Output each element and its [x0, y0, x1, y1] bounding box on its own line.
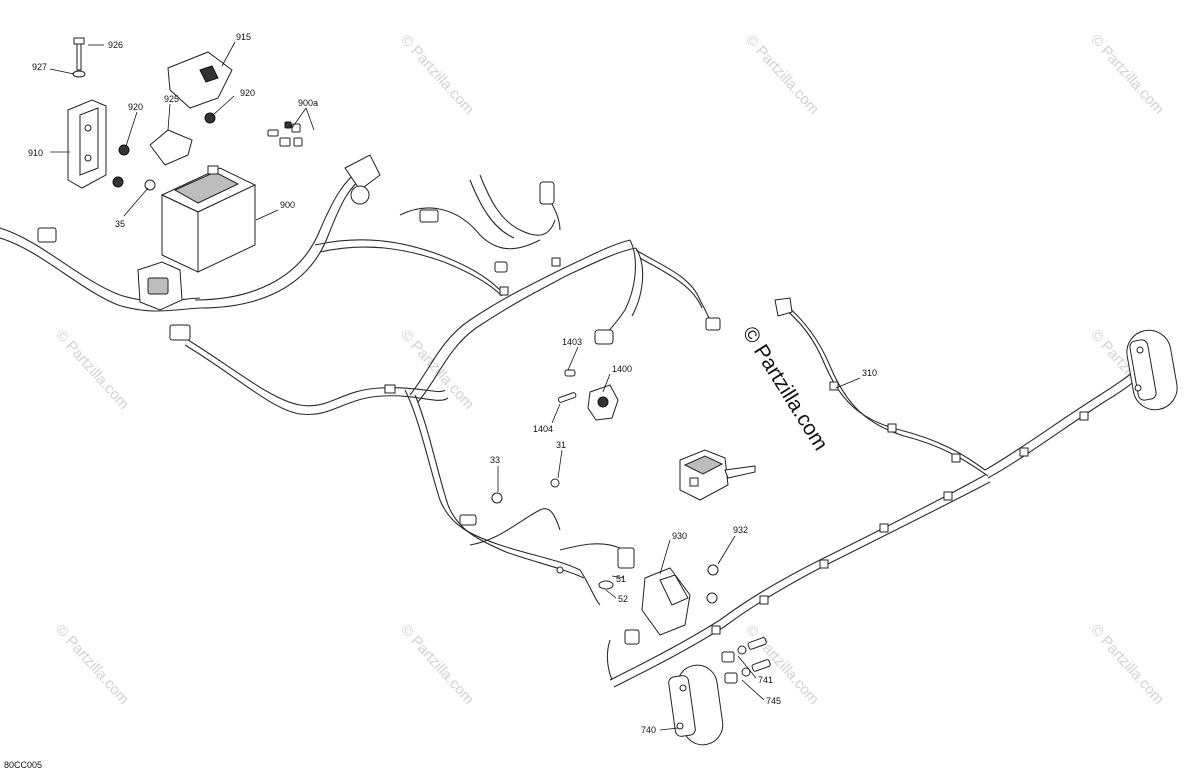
- battery-bracket-925: [149, 129, 193, 166]
- callout-310: 310: [862, 368, 877, 378]
- callout-35: 35: [115, 219, 125, 229]
- callout-740: 740: [641, 725, 656, 735]
- nuts-920-35: [112, 144, 156, 191]
- watermark-tile: © Partzilla.com: [397, 31, 477, 117]
- callout-915: 915: [236, 32, 251, 42]
- leader-lines: [49, 41, 861, 731]
- harness-connectors: [37, 154, 721, 590]
- callout-926: 926: [108, 40, 123, 50]
- callout-900a: 900a: [298, 98, 318, 108]
- watermark-tile: © Partzilla.com: [397, 621, 477, 707]
- callout-33: 33: [490, 455, 500, 465]
- watermark-tile: © Partzilla.com: [1087, 31, 1167, 117]
- callout-900: 900: [280, 200, 295, 210]
- terminal-bolts-900a: [267, 121, 303, 147]
- callout-910: 910: [28, 148, 43, 158]
- callout-1400: 1400: [612, 364, 632, 374]
- callout-745: 745: [766, 696, 781, 706]
- actuator-1400: [557, 329, 619, 421]
- module-930: [617, 547, 719, 645]
- watermark-tile: © Partzilla.com: [52, 326, 132, 412]
- callout-labels: 926 927 915 920 920 925 900a 910 35 900 …: [28, 32, 877, 735]
- main-wiring-harness: [0, 169, 713, 606]
- relay-module: [679, 449, 756, 501]
- battery-900: [160, 165, 257, 273]
- callout-51: 51: [616, 574, 626, 584]
- callout-1404: 1404: [533, 424, 553, 434]
- callout-920-right: 920: [240, 88, 255, 98]
- watermark-tile: © Partzilla.com: [1087, 621, 1167, 707]
- callout-932: 932: [733, 525, 748, 535]
- callout-925: 925: [164, 94, 179, 104]
- callout-31: 31: [556, 440, 566, 450]
- hold-down-bracket-910: [67, 99, 107, 189]
- callout-741: 741: [758, 675, 773, 685]
- upper-harness-assembly: [314, 174, 561, 297]
- watermark-tiles: © Partzilla.com © Partzilla.com © Partzi…: [52, 31, 1167, 707]
- tail-light-740: [668, 664, 724, 746]
- callout-930: 930: [672, 531, 687, 541]
- watermark-tile: © Partzilla.com: [742, 31, 822, 117]
- watermark-tile: © Partzilla.com: [52, 621, 132, 707]
- callout-1403: 1403: [562, 337, 582, 347]
- callout-927: 927: [32, 62, 47, 72]
- battery-cover-915: [167, 51, 233, 124]
- fasteners-741-745: [721, 637, 771, 684]
- drawing-code: 80CC005: [4, 760, 43, 770]
- bolt-926: [72, 37, 86, 78]
- tail-light-right: [1126, 329, 1178, 411]
- callout-920-left: 920: [128, 102, 143, 112]
- callout-52: 52: [618, 594, 628, 604]
